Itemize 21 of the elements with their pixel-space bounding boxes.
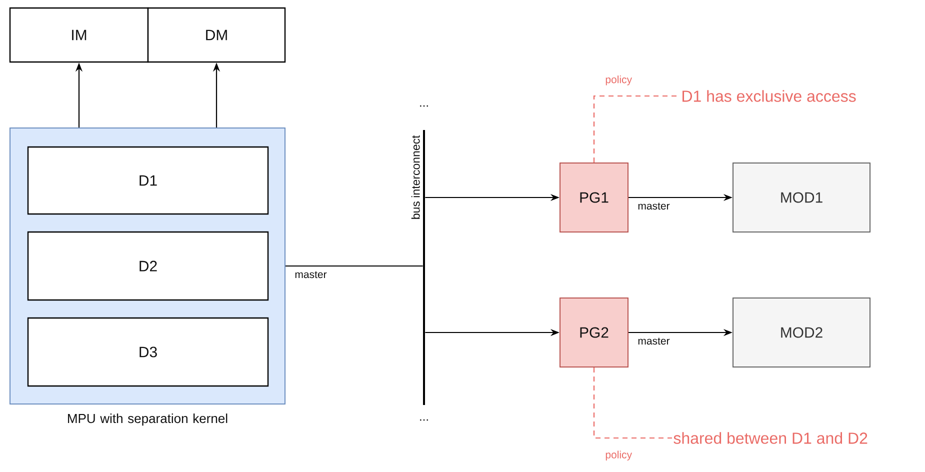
module-box: MOD1 xyxy=(732,162,870,232)
policy-guard-box: PG2 xyxy=(560,298,628,368)
edge-label: policy xyxy=(606,76,632,86)
ellipsis-label: ... xyxy=(420,105,428,107)
policy-guard-box: PG1 xyxy=(560,162,628,232)
edge-label: master xyxy=(295,271,327,278)
edge-label: policy xyxy=(606,450,632,460)
domain-box: D3 xyxy=(27,317,269,387)
domain-box: D1 xyxy=(27,146,269,215)
policy-note: D1 has exclusive access xyxy=(682,90,856,102)
bus-label: bus interconnect xyxy=(411,135,420,219)
edge-label: master xyxy=(638,202,670,210)
box-caption: MPU with separation kernel xyxy=(68,414,228,426)
leader-line xyxy=(593,368,672,439)
memory-box: DM xyxy=(147,7,286,63)
memory-box: IM xyxy=(9,7,149,63)
module-box: MOD2 xyxy=(732,298,870,368)
policy-note: shared between D1 and D2 xyxy=(674,432,868,444)
domain-box: D2 xyxy=(27,231,269,301)
ellipsis-label: ... xyxy=(420,419,428,421)
edge-label: master xyxy=(638,338,670,345)
